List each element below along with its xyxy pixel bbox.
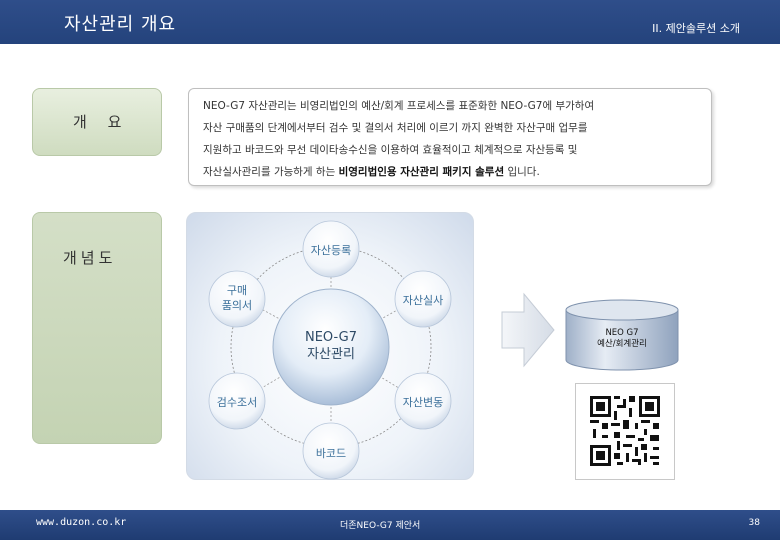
header-bar: 자산관리 개요 II. 제안솔루션 소개	[0, 0, 780, 44]
overview-line-4-bold: 비영리법인용 자산관리 패키지 솔루션	[338, 166, 505, 178]
overview-label: 개 요	[73, 113, 130, 131]
database-label-line-2: 예산/회계관리	[597, 339, 647, 349]
overview-label-box: 개 요	[32, 88, 162, 156]
qr-code-icon	[590, 396, 660, 466]
diagram-graphics	[208, 220, 452, 480]
center-label-line-2: 자산관리	[307, 347, 355, 362]
concept-label-box: 개념도	[32, 212, 162, 444]
overview-line-4: 자산실사관리를 가능하게 하는 비영리법인용 자산관리 패키지 솔루션 입니다.	[203, 161, 697, 183]
overview-line-3: 지원하고 바코드와 무선 데이타송수신을 이용하여 효율적이고 체계적으로 자산…	[203, 144, 578, 156]
node-circle-bottom	[302, 422, 360, 480]
overview-text-box: NEO-G7 자산관리는 비영리법인의 예산/회계 프로세스를 표준화한 NEO…	[188, 88, 712, 186]
node-purchase-line-1: 구매	[226, 284, 248, 297]
node-circle-bottom-left	[208, 372, 266, 430]
center-label: NEO-G7 자산관리	[271, 329, 391, 363]
section-title: II. 제안솔루션 소개	[652, 22, 740, 35]
overview-line-4-post: 입니다.	[504, 166, 540, 178]
database-block: NEO G7 예산/회계관리	[562, 298, 682, 372]
page-number: 38	[748, 518, 760, 528]
page-title: 자산관리 개요	[64, 14, 177, 35]
node-circle-bottom-right	[394, 372, 452, 430]
node-circle-top	[302, 220, 360, 278]
concept-diagram: NEO-G7 자산관리 자산등록 자산실사 구매 품의서 검수조서 자산변동 바…	[186, 212, 474, 480]
node-asset-registration: 자산등록	[310, 244, 352, 257]
qr-code-frame	[575, 383, 675, 480]
node-inspection-report: 검수조서	[216, 396, 258, 409]
center-circle	[272, 288, 390, 406]
node-circle-top-left	[208, 270, 266, 328]
node-barcode: 바코드	[315, 447, 347, 460]
node-circle-top-right	[394, 270, 452, 328]
database-icon	[565, 299, 679, 371]
database-label: NEO G7 예산/회계관리	[562, 328, 682, 350]
node-purchase-line-2: 품의서	[221, 299, 253, 312]
overview-line-2: 자산 구매품의 단계에서부터 검수 및 결의서 처리에 이르기 까지 완벽한 자…	[203, 122, 588, 134]
overview-line-4-pre: 자산실사관리를 가능하게 하는	[203, 166, 339, 178]
footer-document-title: 더존NEO-G7 제안서	[340, 521, 421, 531]
concept-label: 개념도	[63, 249, 117, 267]
flow-arrow-icon	[501, 292, 555, 368]
center-label-line-1: NEO-G7	[304, 330, 358, 345]
footer-url[interactable]: www.duzon.co.kr	[36, 517, 127, 528]
node-purchase-request: 구매 품의서	[201, 283, 273, 313]
footer-bar: www.duzon.co.kr 더존NEO-G7 제안서 38	[0, 510, 780, 540]
overview-line-1: NEO-G7 자산관리는 비영리법인의 예산/회계 프로세스를 표준화한 NEO…	[203, 100, 595, 112]
node-asset-audit: 자산실사	[402, 294, 444, 307]
node-asset-change: 자산변동	[402, 396, 444, 409]
database-label-line-1: NEO G7	[605, 328, 639, 338]
